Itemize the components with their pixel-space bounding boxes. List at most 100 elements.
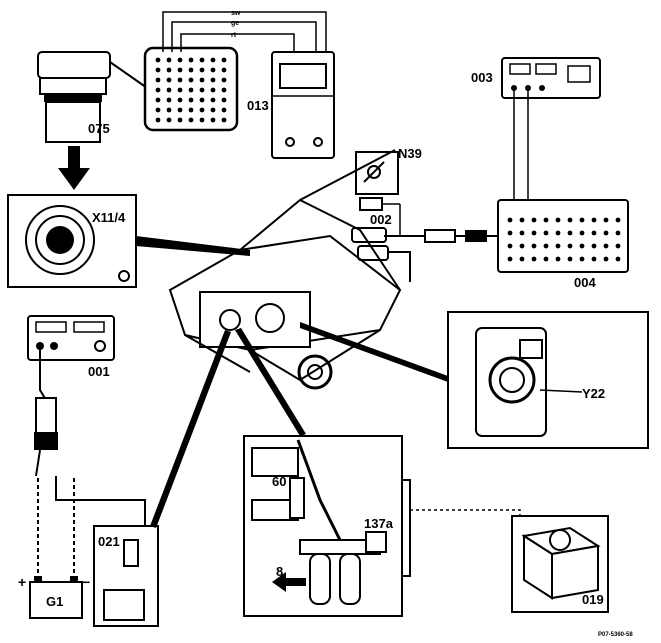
battery-plus-sign: + [18,574,26,590]
breakout-socket [519,243,525,249]
breakout-socket [615,230,621,236]
label-x11-4: X11/4 [92,210,126,225]
socket-pin [166,117,172,123]
socket-pin [199,57,205,63]
breakout-socket [543,217,549,223]
breakout-socket [579,230,585,236]
label-003: 003 [471,70,493,85]
breakout-socket [543,243,549,249]
breakout-socket [531,256,537,262]
battery-g1 [29,476,146,619]
pin-socket-panel [143,46,239,132]
breakout-socket [543,230,549,236]
breakout-socket [531,230,537,236]
breakout-socket [567,243,573,249]
socket-pin [155,117,161,123]
tester-003 [501,57,601,99]
socket-pin [155,57,161,63]
socket-pin [166,57,172,63]
inset-019 [511,515,609,613]
socket-pin [166,67,172,73]
breakout-socket [555,256,561,262]
socket-pin [221,67,227,73]
sensor-n39 [355,151,399,195]
socket-pin [221,117,227,123]
arrow-down-icon [58,146,90,190]
socket-pin [210,67,216,73]
socket-pin [210,117,216,123]
socket-pin [199,67,205,73]
label-013: 013 [247,98,269,113]
wire-label-sw: sw [231,10,241,17]
socket-pin [221,77,227,83]
socket-pin [188,57,194,63]
breakout-socket [591,256,597,262]
adapter-002 [351,197,498,282]
socket-pin [177,97,183,103]
breakout-socket [591,217,597,223]
breakout-socket [519,256,525,262]
breakout-socket [567,217,573,223]
breakout-socket [591,243,597,249]
breakout-socket [567,230,573,236]
breakout-socket [579,217,585,223]
leader-n39 [299,149,396,201]
breakout-socket [543,256,549,262]
label-137a: 137a [364,516,394,531]
breakout-socket [579,256,585,262]
breakout-socket [615,243,621,249]
breakout-socket [507,217,513,223]
label-60: 60 [272,474,286,489]
socket-pin [177,117,183,123]
socket-pin [155,107,161,113]
socket-pin [188,77,194,83]
inset-connector-x11-4 [7,194,250,288]
socket-pin [177,77,183,83]
breakout-socket [519,230,525,236]
battery-minus-sign: − [82,574,90,590]
breakout-socket [603,230,609,236]
label-001: 001 [88,364,110,379]
socket-pin [166,107,172,113]
socket-pin [210,97,216,103]
inset-throttle-y22 [300,311,649,449]
breakout-socket [519,217,525,223]
breakout-socket [531,217,537,223]
breakout-socket [567,256,573,262]
socket-pin [221,57,227,63]
socket-pin [177,57,183,63]
socket-pin [188,87,194,93]
breakout-socket [603,256,609,262]
socket-pin [210,77,216,83]
socket-pin [155,97,161,103]
tester-leads [513,90,529,210]
breakout-socket [555,230,561,236]
socket-pin [177,107,183,113]
label-019: 019 [582,592,604,607]
breakout-socket [507,256,513,262]
wire-label-rt: rt [231,32,237,39]
socket-pin [199,117,205,123]
socket-pin [199,87,205,93]
socket-pin [210,87,216,93]
wire-label-ge: ge [231,20,239,27]
label-004: 004 [574,275,596,290]
multimeter-013 [271,51,335,159]
socket-pin [221,87,227,93]
connector-plug-075 [37,51,151,143]
breakout-socket [507,230,513,236]
socket-pin [199,107,205,113]
socket-pin [177,87,183,93]
breakout-socket [531,243,537,249]
inset-injection-test [235,328,521,617]
breakout-socket [579,243,585,249]
socket-pin [188,107,194,113]
socket-pin [166,77,172,83]
socket-pin [210,57,216,63]
socket-pin [199,77,205,83]
socket-pin [221,107,227,113]
socket-pin [155,77,161,83]
socket-pin [166,87,172,93]
